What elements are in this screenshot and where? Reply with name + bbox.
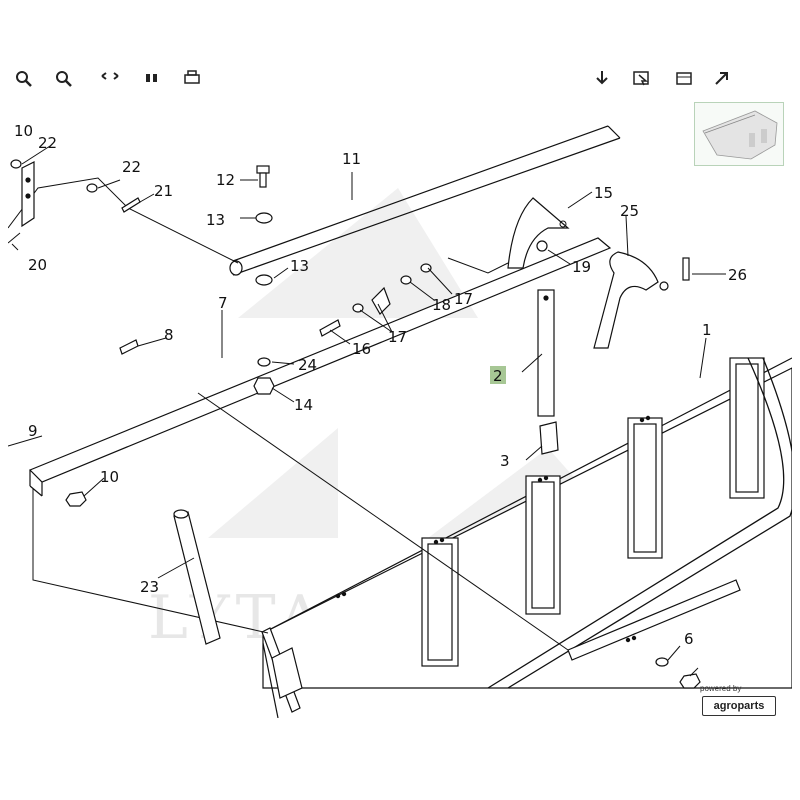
callout-7[interactable]: 7	[218, 294, 228, 312]
printer-icon	[184, 70, 200, 84]
part-bar-11	[229, 125, 621, 276]
part-bracket-25-knob	[659, 281, 669, 291]
callout-11[interactable]: 11	[342, 150, 361, 168]
callout-3[interactable]: 3	[500, 452, 510, 470]
fasteners	[10, 159, 701, 689]
callout-20[interactable]: 20	[28, 256, 47, 274]
callout-22-right[interactable]: 22	[122, 158, 141, 176]
callout-labels: 1 2 3 6 7 8 9 10 10 11 12 13 13 14 15 16…	[14, 122, 747, 648]
part-bracket-15	[507, 197, 570, 269]
overview-thumbnail[interactable]	[694, 102, 784, 166]
part-corner-bracket	[261, 627, 303, 713]
callout-1[interactable]: 1	[702, 321, 712, 339]
callout-16[interactable]: 16	[352, 340, 371, 358]
callout-25[interactable]: 25	[620, 202, 639, 220]
part-strap-2	[537, 289, 555, 417]
leader-lines	[8, 145, 726, 677]
zoom-out-button[interactable]	[54, 70, 74, 88]
callout-24[interactable]: 24	[298, 356, 317, 374]
fit-page-icon	[146, 74, 157, 82]
callout-10-top[interactable]: 10	[14, 122, 33, 140]
callout-8[interactable]: 8	[164, 326, 174, 344]
zoom-in-button[interactable]	[14, 70, 34, 88]
callout-12[interactable]: 12	[216, 171, 235, 189]
diagram-viewer: LYTAGRA	[8, 68, 792, 718]
callout-14[interactable]: 14	[294, 396, 313, 414]
download-button[interactable]	[592, 70, 612, 88]
callout-13-top[interactable]: 13	[206, 211, 225, 229]
callout-18[interactable]: 18	[432, 296, 451, 314]
magnifier-minus-icon	[56, 71, 72, 87]
fit-width-icon	[101, 72, 119, 80]
callout-10-bottom[interactable]: 10	[100, 468, 119, 486]
cursor-box-icon	[633, 71, 649, 86]
panel-edge-curve-outer	[507, 357, 792, 689]
part-nut-19	[536, 240, 548, 252]
part-tube-23	[173, 509, 221, 645]
agroparts-logo: agroparts	[702, 696, 776, 716]
powered-by-text: powered by	[700, 684, 742, 693]
callout-15[interactable]: 15	[594, 184, 613, 202]
callout-17-left[interactable]: 17	[388, 328, 407, 346]
callout-26[interactable]: 26	[728, 266, 747, 284]
powered-by-badge[interactable]: powered by agroparts	[700, 684, 786, 718]
part-pin-26	[682, 257, 690, 281]
callout-23[interactable]: 23	[140, 578, 159, 596]
print-button[interactable]	[182, 70, 202, 88]
part-beam-7	[28, 237, 612, 497]
fit-page-button[interactable]	[142, 70, 162, 88]
callout-2[interactable]: 2	[493, 367, 503, 385]
thumbnail-preview	[702, 110, 778, 160]
panel-edge-curve	[487, 357, 785, 689]
fit-width-button[interactable]	[100, 70, 120, 88]
callout-13-bottom[interactable]: 13	[290, 257, 309, 275]
download-icon	[596, 71, 608, 85]
highlight-callout-2	[490, 366, 506, 384]
parts-diagram: LYTAGRA	[8, 122, 792, 718]
diagonal-line	[197, 392, 569, 651]
callout-21[interactable]: 21	[154, 182, 173, 200]
part-block-3	[539, 421, 559, 455]
part-bracket-15-hole	[559, 220, 567, 228]
part-bracket-20	[21, 161, 35, 228]
viewer-toolbar	[8, 68, 792, 90]
fullscreen-button[interactable]	[674, 70, 694, 88]
callout-9[interactable]: 9	[28, 422, 38, 440]
hotspot-toggle-button[interactable]	[632, 70, 652, 88]
part-bracket-25	[593, 251, 659, 349]
magnifier-plus-icon	[16, 71, 32, 87]
callout-6[interactable]: 6	[684, 630, 694, 648]
frame-outline-lower	[32, 488, 269, 634]
callout-17-right[interactable]: 17	[454, 290, 473, 308]
expand-button[interactable]	[712, 70, 732, 88]
callout-19[interactable]: 19	[572, 258, 591, 276]
part-strip-6	[567, 579, 741, 661]
callout-22-left[interactable]: 22	[38, 134, 57, 152]
expand-arrow-icon	[715, 72, 728, 85]
fullscreen-icon	[676, 72, 692, 85]
